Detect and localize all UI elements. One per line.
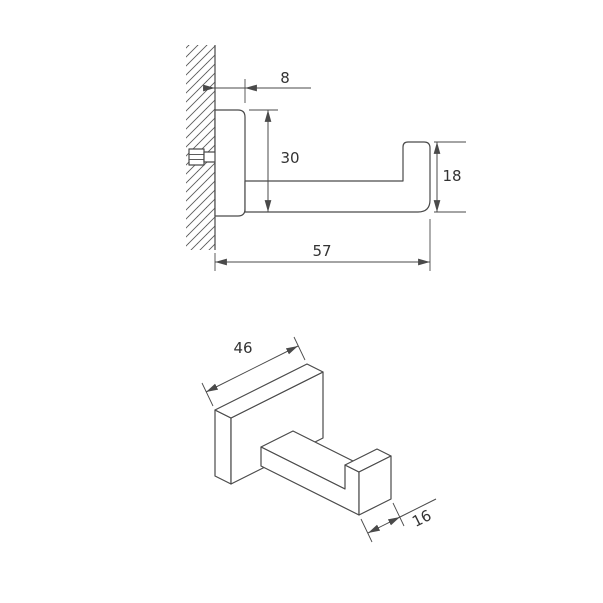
dimension-label-hook-bar-width: 16 [409, 506, 434, 531]
plate-left-face [214, 409, 232, 485]
dimension-label-plate-height: 30 [280, 149, 299, 167]
screw-detail [188, 148, 217, 166]
hook-end-right-face [358, 455, 392, 516]
dimension-leader-line [399, 498, 437, 518]
screw-head [188, 148, 205, 166]
side-view: 8 30 18 57 [186, 45, 466, 271]
dimension-label-plate-depth: 8 [280, 69, 290, 87]
dimension-line [367, 516, 401, 534]
dimension-plate-height: 30 [249, 109, 300, 212]
hook-arm-profile [244, 141, 431, 213]
dimension-label-total-projection: 57 [312, 242, 331, 260]
dimension-total-projection: 57 [214, 219, 431, 271]
dimension-plate-depth: 8 [203, 69, 311, 103]
extension-line [201, 382, 214, 407]
extension-line [293, 336, 306, 361]
dimension-label-plate-width: 46 [233, 339, 252, 357]
dimension-plate-width: 46 [201, 336, 306, 407]
dimension-line [205, 345, 299, 393]
dimension-hook-end-height: 18 [433, 141, 466, 213]
wall-hatching [186, 45, 215, 250]
extension-line [360, 518, 373, 543]
mount-plate-profile [214, 109, 246, 217]
screw-stem [203, 151, 217, 163]
perspective-view: 46 16 [201, 336, 437, 543]
extension-line [392, 502, 405, 527]
dimension-label-hook-end-height: 18 [442, 167, 461, 185]
